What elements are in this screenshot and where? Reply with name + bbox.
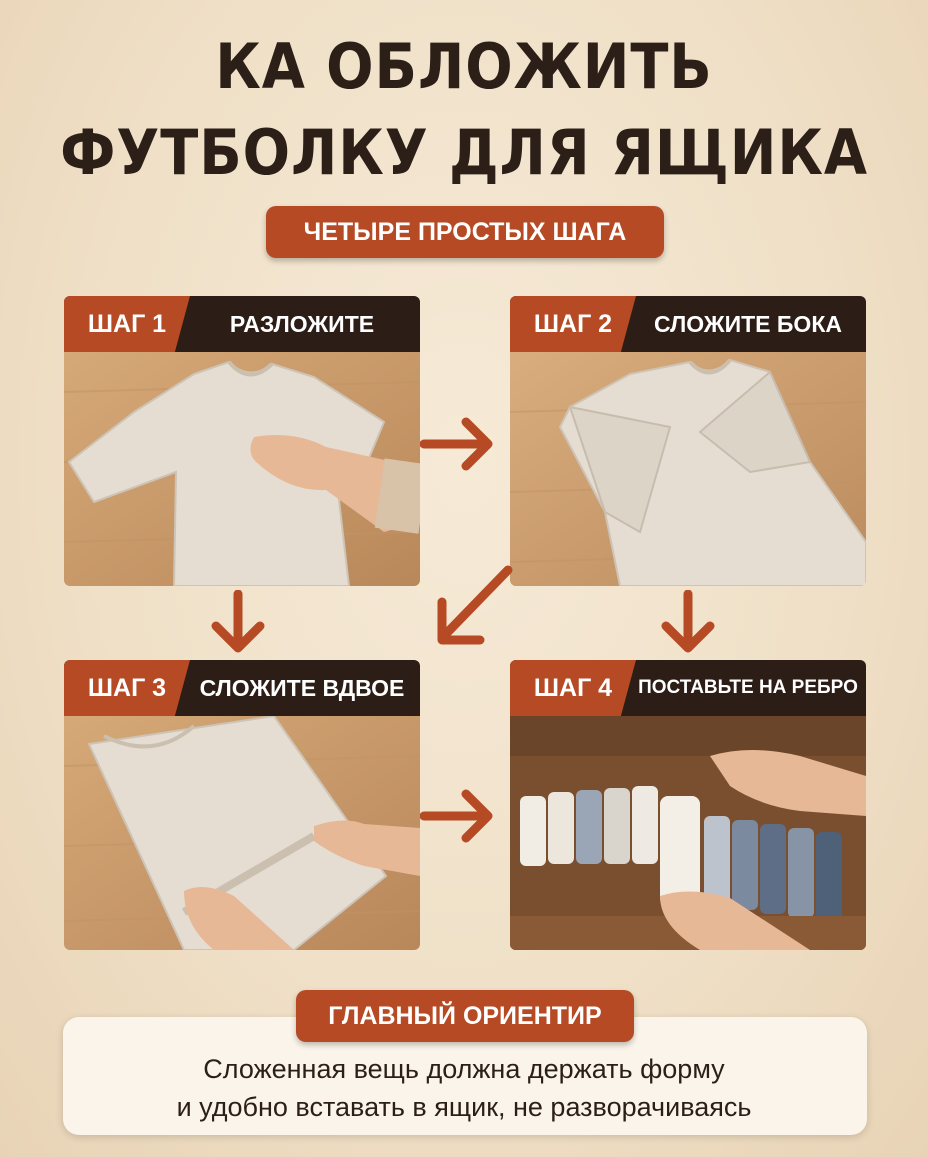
arrow-down-icon [211, 590, 265, 653]
step-1-action: РАЗЛОЖИТЕ [229, 311, 375, 337]
step-3-header: ШАГ 3 СЛОЖИТЕ ВДВОЕ [64, 660, 420, 716]
step-4-photo [510, 716, 866, 950]
arrow-right-icon [420, 789, 493, 843]
folded-sleeve-right [698, 370, 812, 474]
step-4-action: ПОСТАВЬТЕ НА РЕБРО [638, 677, 858, 698]
guide-text: Сложенная вещь должна держать форму и уд… [0, 1050, 928, 1126]
arrow-diagonal-icon [437, 565, 513, 645]
tshirt-folded-half [87, 716, 388, 950]
step-3-action: СЛОЖИТЕ ВДВОЕ [199, 675, 405, 701]
arrow-down-icon [661, 590, 715, 653]
guide-label: ГЛАВНЫЙ ОРИЕНТИР [296, 990, 634, 1042]
step-3-photo [64, 716, 420, 950]
step-3-number: ШАГ 3 [64, 660, 190, 716]
step-2-number: ШАГ 2 [510, 296, 636, 352]
hand-bottom [184, 887, 294, 950]
step-2-photo [510, 352, 866, 586]
step-1-header: ШАГ 1 РАЗЛОЖИТЕ [64, 296, 420, 352]
page-title-line-2: ФУТБОЛКУ ДЛЯ ЯЩИКА [60, 116, 868, 189]
arrow-right-icon [420, 417, 493, 471]
subtitle-badge: ЧЕТЫРЕ ПРОСТЫХ ШАГА [266, 206, 664, 258]
hand-bottom [660, 891, 810, 950]
step-4-header: ШАГ 4 ПОСТАВЬТЕ НА РЕБРО [510, 660, 866, 716]
hand-top [314, 820, 420, 876]
step-2-action: СЛОЖИТЕ БОКА [654, 311, 842, 337]
folded-shirts-row [520, 786, 842, 922]
page-title-line-1: КА ОБЛОЖИТЬ [215, 30, 713, 103]
guide-text-line-2: и удобно вставать в ящик, не разворачива… [176, 1092, 752, 1122]
hand [250, 434, 420, 532]
hand-top [710, 750, 866, 816]
step-2-header: ШАГ 2 СЛОЖИТЕ БОКА [510, 296, 866, 352]
step-1-photo [64, 352, 420, 586]
step-1-number: ШАГ 1 [64, 296, 190, 352]
guide-text-line-1: Сложенная вещь должна держать форму [203, 1054, 725, 1084]
step-4-number: ШАГ 4 [510, 660, 636, 716]
folded-sleeve-left [568, 405, 672, 534]
